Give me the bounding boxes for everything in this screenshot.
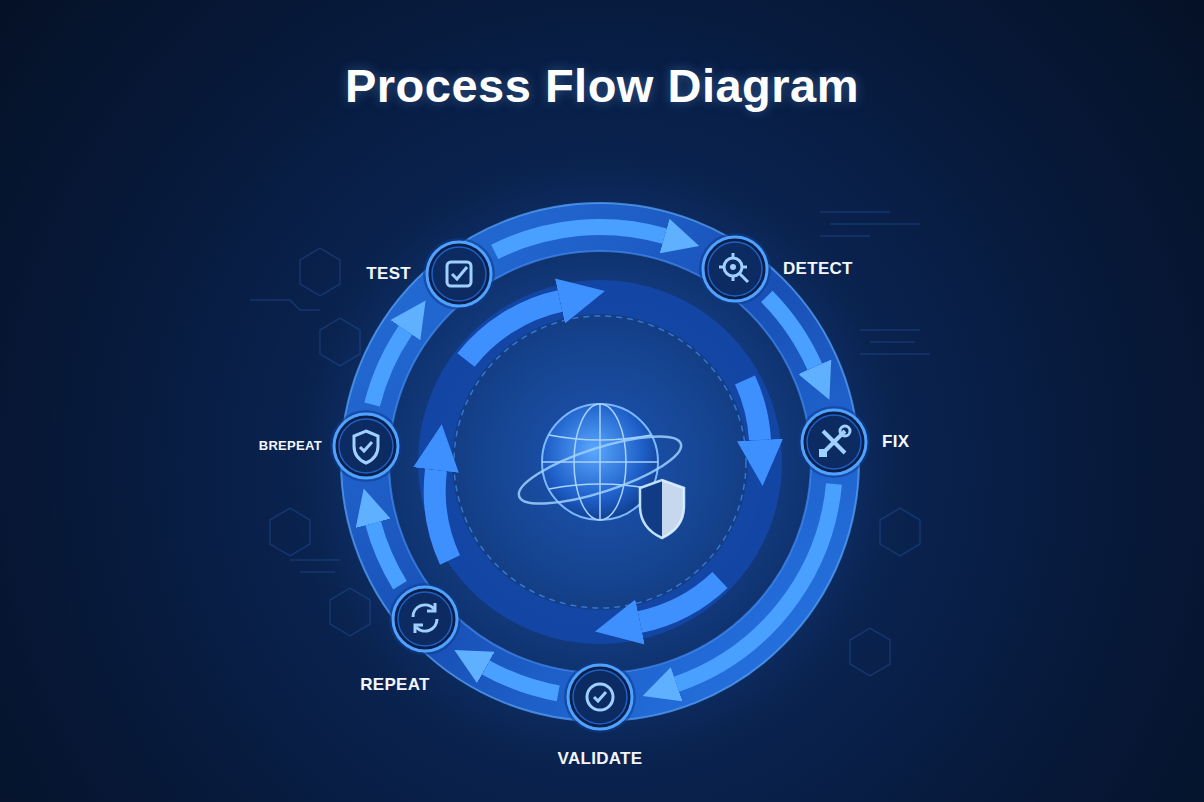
flow-arrow — [372, 330, 405, 404]
diagram-title: Process Flow Diagram — [0, 58, 1204, 113]
step-label: BREPEAT — [259, 438, 322, 453]
step-circle: VALIDATE — [566, 663, 634, 731]
flow-arrow — [677, 484, 834, 684]
step-icon — [425, 240, 493, 308]
step-label: REPEAT — [360, 675, 430, 695]
outer-band — [365, 227, 835, 697]
flow-arrow — [767, 296, 815, 366]
step-circle: DETECT — [701, 235, 769, 303]
step-icon — [332, 412, 400, 480]
step-circle: BREPEAT — [332, 412, 400, 480]
step-icon — [701, 235, 769, 303]
flow-arrow — [373, 523, 400, 585]
step-label: TEST — [366, 264, 411, 284]
step-label: FIX — [882, 432, 909, 452]
step-circle: REPEAT — [391, 585, 459, 653]
step-circle: TEST — [425, 240, 493, 308]
step-icon — [566, 663, 634, 731]
globe-icon — [512, 404, 687, 538]
step-icon — [800, 408, 868, 476]
inner-arrows — [435, 301, 760, 622]
flow-arrow — [486, 667, 558, 693]
flow-arrow — [495, 227, 665, 252]
inner-band — [435, 297, 765, 627]
step-label: VALIDATE — [558, 749, 643, 769]
step-icon — [391, 585, 459, 653]
step-label: DETECT — [783, 259, 853, 279]
step-circle: FIX — [800, 408, 868, 476]
